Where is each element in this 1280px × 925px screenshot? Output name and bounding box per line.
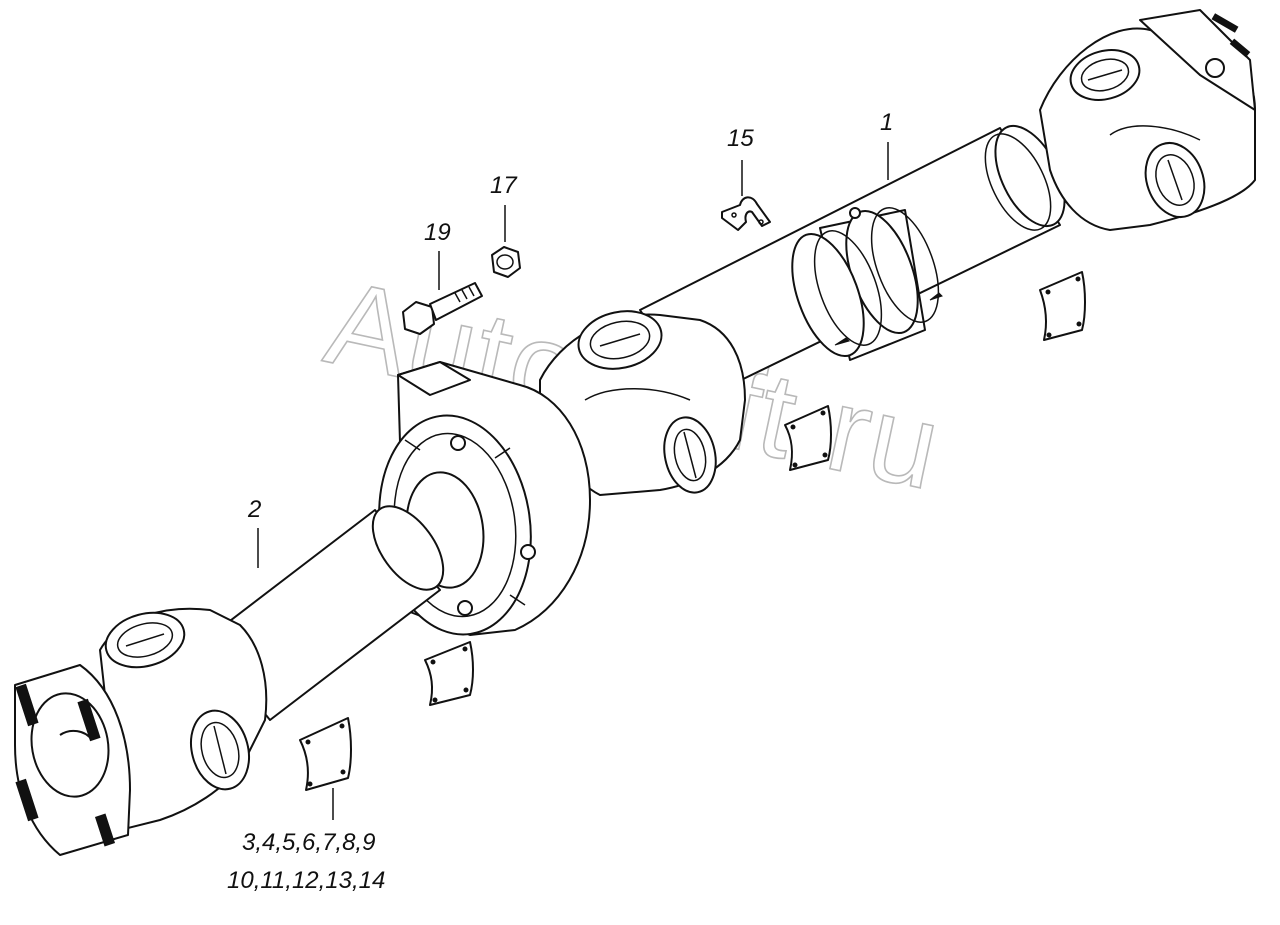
flange-teeth <box>1211 13 1251 58</box>
slip-joint-collar <box>791 207 943 361</box>
balance-plate-icon <box>424 641 474 706</box>
callout-2: 2 <box>247 496 261 523</box>
rear-universal-joint <box>14 607 268 856</box>
callout-19: 19 <box>424 219 451 246</box>
bolt-icon <box>402 282 483 335</box>
callout-list-line-1: 3,4,5,6,7,8,9 <box>242 829 375 856</box>
clamp-icon <box>721 196 771 231</box>
carrier-bearing-housing <box>378 361 591 636</box>
leader-lines <box>257 142 889 820</box>
callout-list-line-2: 10,11,12,13,14 <box>227 867 385 894</box>
balance-plate-icon <box>1039 271 1086 341</box>
rear-shaft-tube <box>204 505 445 721</box>
nut-icon <box>491 246 521 278</box>
balance-plate-icon <box>784 405 832 471</box>
callout-15: 15 <box>727 125 754 152</box>
middle-universal-joint <box>539 310 746 496</box>
balance-plate-icon <box>299 717 352 791</box>
callout-1: 1 <box>880 109 893 136</box>
callout-17: 17 <box>490 172 518 199</box>
front-universal-joint <box>1039 9 1256 231</box>
flange-teeth <box>15 683 116 847</box>
